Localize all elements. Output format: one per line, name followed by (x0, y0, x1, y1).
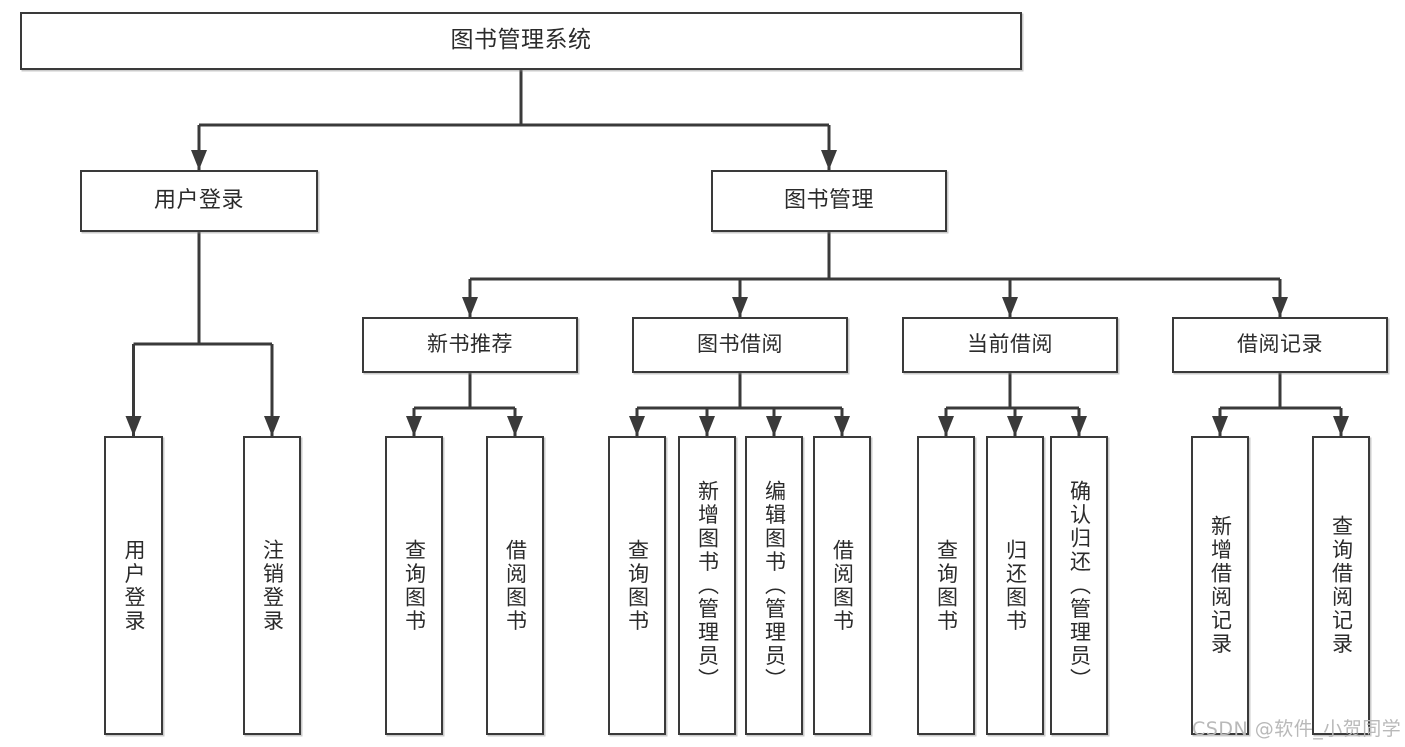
node-label: 借阅图书 (830, 538, 855, 633)
node-user-login[interactable]: 用户登录 (80, 170, 318, 232)
node-leaf-11[interactable]: 确认归还（管理员） (1050, 436, 1108, 735)
node-label: 图书管理 (783, 187, 874, 213)
node-label: 新书推荐 (427, 332, 513, 357)
node-leaf-1[interactable]: 用户登录 (104, 436, 163, 735)
node-leaf-2[interactable]: 注销登录 (243, 436, 301, 735)
node-label: 用户登录 (122, 538, 146, 633)
node-leaf-12[interactable]: 新增借阅记录 (1191, 436, 1249, 735)
node-leaf-5[interactable]: 查询图书 (608, 436, 666, 735)
node-label: 注销登录 (260, 538, 285, 633)
node-label: 归还图书 (1003, 538, 1028, 633)
node-label: 确认归还（管理员） (1067, 479, 1092, 692)
node-leaf-4[interactable]: 借阅图书 (486, 436, 544, 735)
node-label: 查询图书 (934, 538, 959, 633)
node-label: 新增图书（管理员） (695, 479, 720, 692)
node-label: 图书借阅 (697, 332, 783, 357)
node-book-mgmt[interactable]: 图书管理 (711, 170, 947, 232)
node-leaf-10[interactable]: 归还图书 (986, 436, 1044, 735)
node-leaf-6[interactable]: 新增图书（管理员） (678, 436, 736, 735)
node-label: 查询图书 (402, 538, 427, 633)
node-label: 用户登录 (153, 187, 244, 213)
node-leaf-3[interactable]: 查询图书 (385, 436, 443, 735)
node-label: 查询借阅记录 (1329, 515, 1354, 656)
node-label: 编辑图书（管理员） (762, 479, 787, 692)
node-leaf-8[interactable]: 借阅图书 (813, 436, 871, 735)
node-label: 借阅图书 (503, 538, 528, 633)
node-leaf-7[interactable]: 编辑图书（管理员） (745, 436, 803, 735)
node-label: 当前借阅 (967, 332, 1053, 357)
watermark-text: CSDN @软件_小贺同学 (1192, 718, 1402, 740)
node-leaf-13[interactable]: 查询借阅记录 (1312, 436, 1370, 735)
node-label: 查询图书 (625, 538, 650, 633)
node-label: 图书管理系统 (450, 27, 592, 54)
node-label: 借阅记录 (1237, 332, 1323, 357)
node-leaf-9[interactable]: 查询图书 (917, 436, 975, 735)
node-root[interactable]: 图书管理系统 (20, 12, 1022, 70)
node-borrow[interactable]: 图书借阅 (632, 317, 848, 373)
node-current[interactable]: 当前借阅 (902, 317, 1118, 373)
node-label: 新增借阅记录 (1208, 515, 1233, 656)
node-records[interactable]: 借阅记录 (1172, 317, 1388, 373)
node-new-rec[interactable]: 新书推荐 (362, 317, 578, 373)
